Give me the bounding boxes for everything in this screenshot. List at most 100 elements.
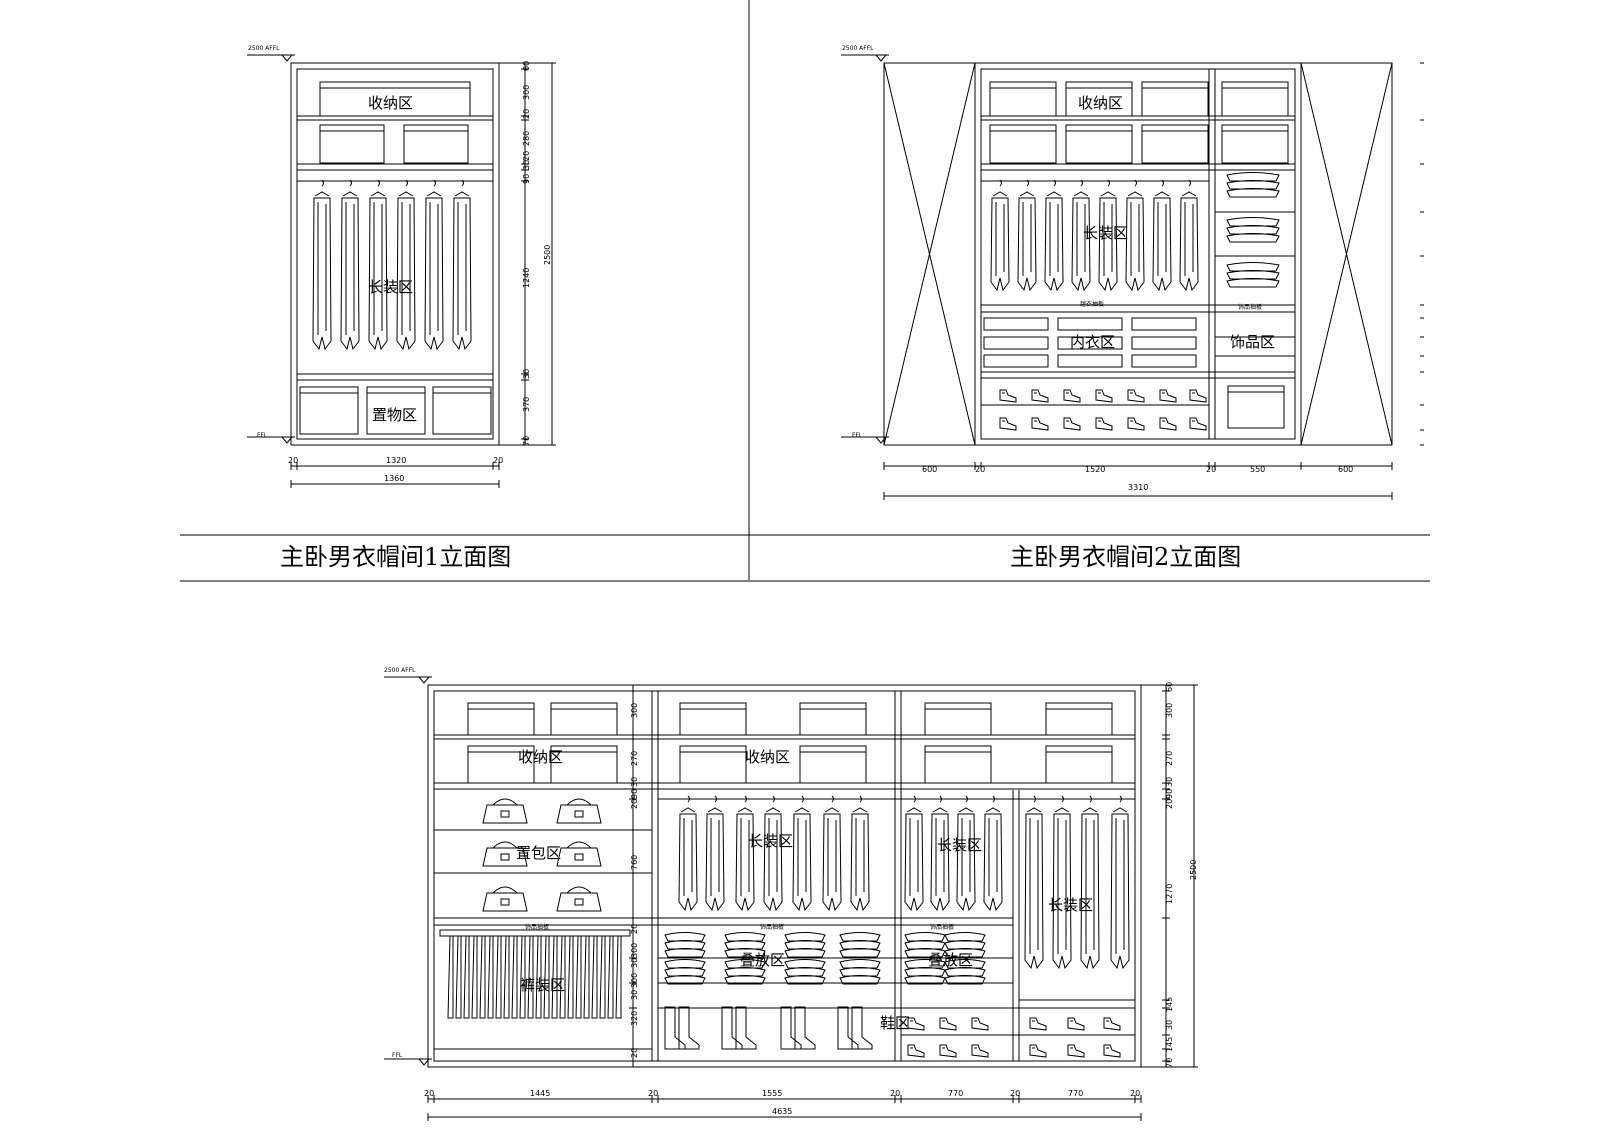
storage-box-e1: [319, 124, 385, 164]
dim-total-height-e1: 2500: [543, 245, 552, 265]
drawer-e2: [1057, 354, 1123, 368]
zone-label-storage-e2: 收纳区: [1078, 94, 1123, 112]
hanging-garment-e2: [1044, 179, 1064, 292]
zone-label-pants-e3: 裤装区: [520, 976, 565, 994]
svg-text:70: 70: [522, 436, 531, 446]
hanging-garment-e3: [1052, 795, 1072, 970]
boot-outline: [664, 1006, 686, 1050]
zone-label-long-hang-e2: 长装区: [1083, 224, 1128, 242]
zone-label-accessory-e2: 饰品区: [1230, 333, 1275, 351]
shoe-icon-e3: [1067, 1017, 1085, 1031]
boot-icon-e3: [721, 1006, 757, 1050]
drawer-e2: [1131, 317, 1197, 331]
fold-layer: [784, 967, 826, 977]
wall-outline-e2: [883, 62, 1393, 446]
garment-outline: [312, 197, 332, 351]
dims-horizontal-e1: 20 1320 20 1360: [288, 456, 503, 483]
storage-box-e2: [1141, 124, 1209, 164]
garment-outline: [983, 813, 1003, 912]
svg-text:20: 20: [424, 1089, 434, 1098]
svg-text:30: 30: [522, 160, 531, 170]
storage-box-e3: [799, 702, 867, 736]
garment-fold: [797, 818, 807, 896]
handbag-icon-e3: [482, 886, 528, 912]
fold-layer: [944, 959, 986, 969]
hanger-bar: [852, 807, 868, 813]
garment-outline: [678, 813, 698, 912]
dim-total-width-e1: 1360: [384, 474, 404, 483]
hanging-trouser: [607, 935, 614, 1019]
bag-handle: [566, 886, 592, 894]
storage-box-e2: [1065, 124, 1133, 164]
dim-total-width-e2: 3310: [1128, 483, 1148, 492]
shoe-icon-e2: [1127, 389, 1145, 403]
garment-outline: [1080, 813, 1100, 970]
bag-body: [556, 847, 602, 867]
svg-text:300: 300: [630, 973, 639, 988]
hanging-garment-e3: [1024, 795, 1044, 970]
bag-handle: [566, 841, 592, 849]
svg-text:20: 20: [1206, 465, 1216, 474]
svg-text:270: 270: [1165, 751, 1174, 766]
hanger-hook: [999, 179, 1002, 187]
fold-layer: [904, 975, 946, 985]
fold-layer: [664, 940, 706, 950]
svg-text:1520: 1520: [1085, 465, 1105, 474]
hanger-hook: [1033, 795, 1036, 803]
garment-fold: [988, 818, 998, 896]
bag-clasp: [500, 810, 510, 818]
hanging-garment-e3: [822, 795, 842, 912]
shoe-icon-e3: [1103, 1017, 1121, 1031]
garment-fold: [317, 202, 327, 335]
folded-clothes-e3: [944, 959, 986, 985]
boot-outline: [794, 1006, 816, 1050]
hanger-hook: [772, 795, 775, 803]
hanging-garment-e1: [340, 179, 360, 351]
label-tray-c-e3: 饰品抽板: [930, 923, 954, 931]
bag-handle: [492, 886, 518, 894]
svg-text:770: 770: [948, 1089, 963, 1098]
storage-box-e2: [989, 81, 1057, 117]
dims-horizontal-e2: 600 20 1520 20 550 600 3310: [922, 465, 1353, 492]
shoe-icon-e3: [1103, 1044, 1121, 1058]
svg-text:20: 20: [1010, 1089, 1020, 1098]
hanging-garment-e3: [850, 795, 870, 912]
fold-layer: [664, 932, 706, 942]
storage-box-e3: [799, 745, 867, 784]
level-top-marker-3: 2500 AFFL: [384, 667, 416, 674]
hanger-bar: [824, 807, 840, 813]
garment-outline: [904, 813, 924, 912]
hanger-hook: [913, 795, 916, 803]
garment-outline: [1110, 813, 1130, 970]
dims-vertical-e1: 60 300 20 280 20 30 90 1240 30 370 70 25…: [522, 61, 552, 446]
bag-body: [482, 892, 528, 912]
shoe-outline: [971, 1044, 989, 1058]
svg-text:1240: 1240: [522, 268, 531, 288]
shoe-outline: [999, 417, 1017, 431]
svg-text:20: 20: [522, 151, 531, 161]
hanging-garment-e2: [1125, 179, 1145, 292]
cross-right: [1300, 62, 1393, 446]
garment-fold: [457, 202, 467, 335]
hanging-garment-e1: [368, 179, 388, 351]
hanger-hook: [1134, 179, 1137, 187]
folded-clothes-e3: [664, 932, 706, 958]
garment-outline: [822, 813, 842, 912]
drawer-box-e1: [299, 386, 359, 435]
bag-handle: [492, 841, 518, 849]
bag-clasp: [500, 853, 510, 861]
shoe-outline: [1067, 1017, 1085, 1031]
label-tray-small-e2: 饰品抽板: [1238, 303, 1262, 311]
fold-layer: [664, 948, 706, 958]
fold-layer: [1226, 225, 1280, 235]
zone-label-folded-a-e3: 叠放区: [740, 951, 785, 969]
garment-fold: [1103, 202, 1113, 276]
hanging-trouser: [567, 935, 574, 1019]
hanging-garment-e3: [735, 795, 755, 912]
svg-text:760: 760: [630, 855, 639, 870]
shoe-icon-e2: [999, 417, 1017, 431]
folded-clothes-e3: [664, 959, 706, 985]
svg-text:30: 30: [1165, 777, 1174, 787]
hanging-garment-e2: [1098, 179, 1118, 292]
fold-layer: [839, 948, 881, 958]
